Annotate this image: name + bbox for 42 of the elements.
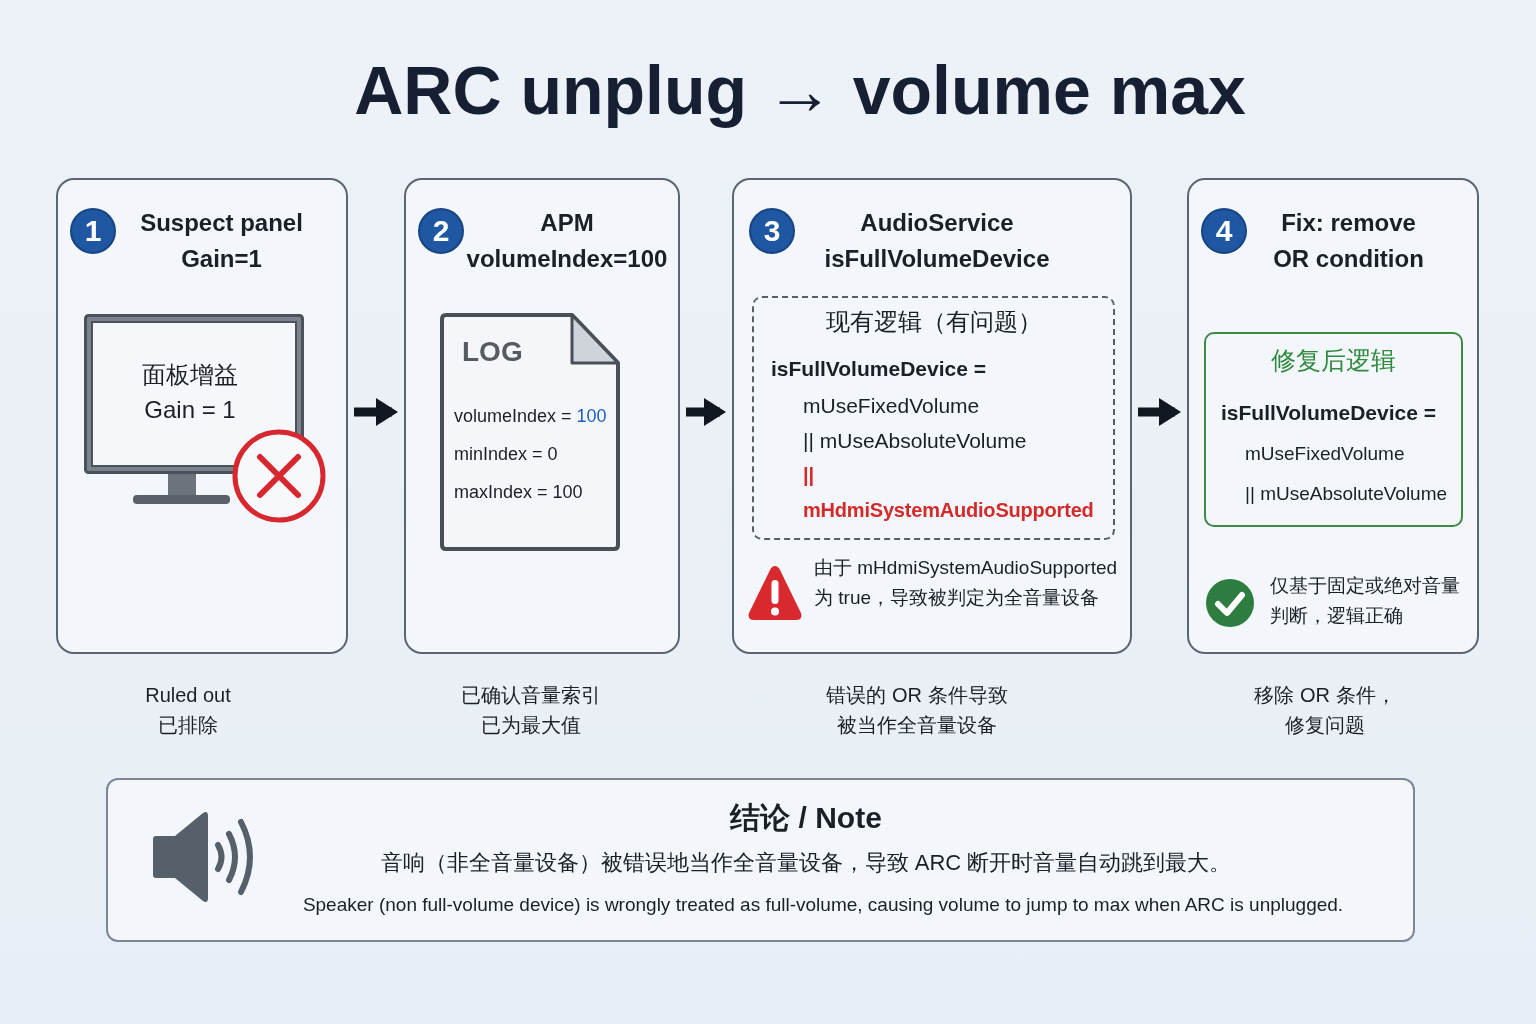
log-heading: LOG: [462, 336, 523, 368]
step-panel: [1187, 178, 1479, 654]
step-number: 1: [70, 208, 116, 254]
step-title: Fix: remove OR condition: [1272, 208, 1425, 274]
code-box: [1204, 332, 1463, 527]
arrow: [1138, 398, 1181, 426]
log-line: volumeIndex = 100: [454, 405, 607, 428]
code-line: || mHdmiSystemAudioSupported: [803, 463, 1095, 523]
step-panel: [56, 178, 348, 654]
step-number: 4: [1201, 208, 1247, 254]
code-line: isFullVolumeDevice =: [771, 356, 986, 382]
code-line: mUseFixedVolume: [1245, 442, 1405, 466]
step-caption: 错误的 OR 条件导致被当作全音量设备: [825, 683, 1009, 738]
box-heading: 现有逻辑（有问题）: [824, 307, 1043, 337]
code-box: [752, 296, 1115, 540]
note-text: Speaker (non full-volume device) is wrongly treated as full-volume, causing volume to jump to max when ARC is unplugged.: [301, 893, 1345, 917]
code-line: || mUseAbsoluteVolume: [803, 428, 1027, 454]
arrow: [686, 398, 726, 426]
log-line: maxIndex = 100: [454, 481, 583, 504]
step-panel: [404, 178, 680, 654]
step-title: Suspect panel Gain=1: [139, 208, 304, 274]
step-number: 3: [749, 208, 795, 254]
arrow: [354, 398, 398, 426]
log-line: minIndex = 0: [454, 443, 558, 466]
step-title: APM volumeIndex=100: [465, 208, 669, 274]
note-heading: 结论 / Note: [728, 800, 883, 836]
code-line: mUseFixedVolume: [803, 393, 980, 419]
screen-text: 面板增益 Gain = 1: [141, 360, 239, 425]
step-panel: [732, 178, 1132, 654]
code-line: || mUseAbsoluteVolume: [1245, 482, 1448, 506]
step-number: 2: [418, 208, 464, 254]
note-text: 音响（非全音量设备）被错误地当作全音量设备，导致 ARC 断开时音量自动跳到最大。: [379, 849, 1233, 877]
warning-text: 由于 mHdmiSystemAudioSupported为 true，导致被判定为全音量设备: [814, 556, 1119, 610]
step-caption: 已确认音量索引已为最大值: [460, 683, 602, 738]
step-caption: Ruled out 已排除: [144, 683, 232, 738]
step-caption: 移除 OR 条件，修复问题: [1253, 683, 1397, 738]
result-text: 仅基于固定或绝对音量判断，逻辑正确: [1270, 574, 1461, 628]
box-heading: 修复后逻辑: [1270, 345, 1397, 376]
step-title: AudioService isFullVolumeDevice: [823, 208, 1051, 274]
note-box: [106, 778, 1415, 942]
title: ARC unplug → volume max: [354, 51, 1246, 130]
code-line: isFullVolumeDevice =: [1221, 400, 1436, 426]
